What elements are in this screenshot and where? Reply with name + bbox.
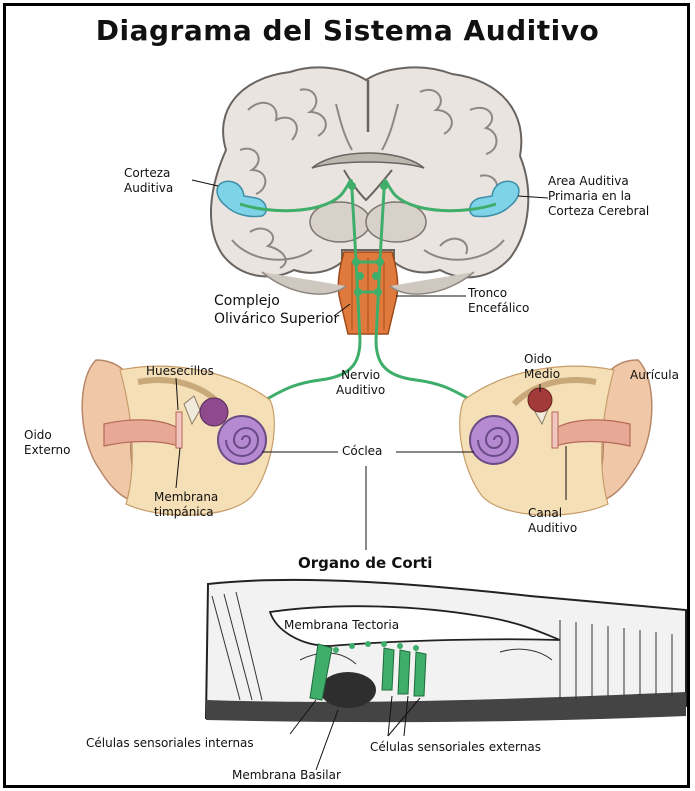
- label-canal-auditivo: Canal Auditivo: [528, 506, 577, 536]
- label-celulas-externas: Células sensoriales externas: [370, 740, 541, 755]
- left-tympanic-membrane: [176, 412, 182, 448]
- left-ear-canal: [104, 420, 178, 446]
- diagram-title: Diagrama del Sistema Auditivo: [0, 14, 695, 47]
- brain-outline: [211, 67, 528, 277]
- label-tronco-encefalico: Tronco Encefálico: [468, 286, 529, 316]
- label-oido-medio: Oido Medio: [524, 352, 560, 382]
- label-auricula: Aurícula: [630, 368, 679, 383]
- corti-tunnel: [320, 672, 376, 708]
- label-area-auditiva-primaria: Area Auditiva Primaria en la Corteza Cer…: [548, 174, 649, 219]
- left-middle-ear: [200, 398, 228, 426]
- label-membrana-tectoria: Membrana Tectoria: [284, 618, 399, 633]
- label-huesecillos: Huesecillos: [146, 364, 214, 379]
- label-membrana-basilar: Membrana Basilar: [232, 768, 341, 783]
- label-corteza-auditiva: Corteza Auditiva: [124, 166, 173, 196]
- label-oido-externo: Oido Externo: [24, 428, 70, 458]
- label-organo-de-corti: Organo de Corti: [298, 556, 432, 571]
- label-coclea: Cóclea: [342, 444, 382, 459]
- label-complejo-olivarico: Complejo Olivárico Superior: [214, 292, 339, 328]
- brain: [211, 67, 528, 277]
- label-membrana-timpanica: Membrana timpánica: [154, 490, 218, 520]
- label-nervio-auditivo: Nervio Auditivo: [336, 368, 385, 398]
- label-celulas-internas: Células sensoriales internas: [86, 736, 254, 751]
- organ-of-corti: [206, 580, 686, 722]
- right-ear: [460, 360, 652, 515]
- right-ear-canal: [556, 420, 630, 446]
- right-cochlea: [470, 416, 518, 464]
- outer-hair-cells: [382, 648, 426, 696]
- right-tympanic-membrane: [552, 412, 558, 448]
- left-cochlea: [218, 416, 266, 464]
